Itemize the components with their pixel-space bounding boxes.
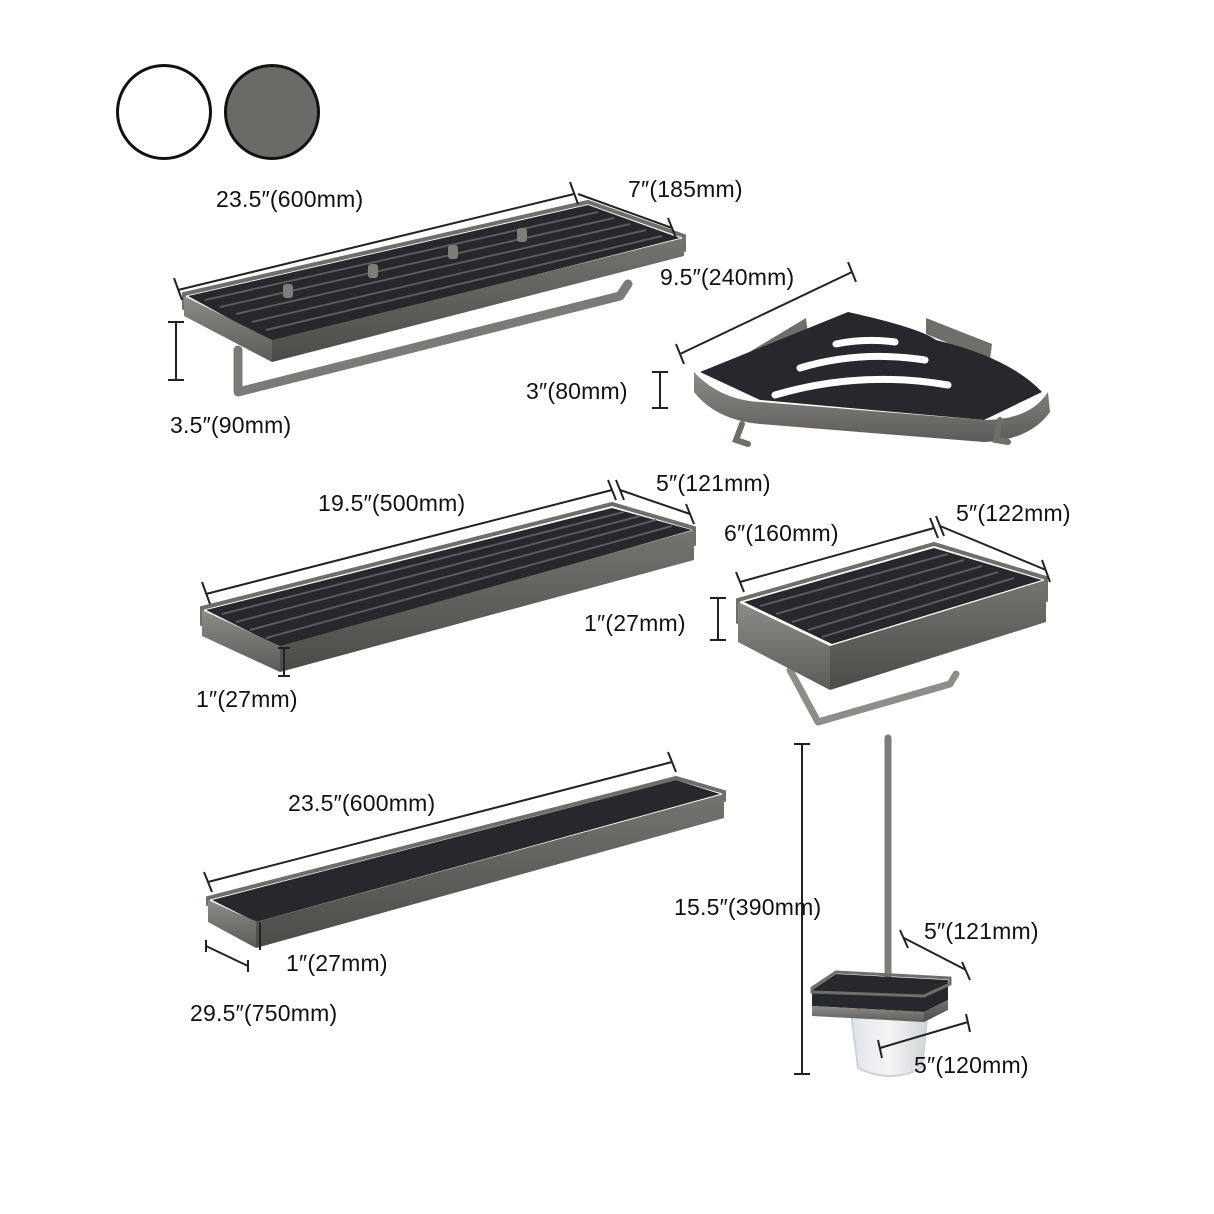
soap-dish-length-label: 6″(160mm) xyxy=(724,520,839,546)
shelf-500-depth-label: 5″(121mm) xyxy=(656,470,771,496)
corner-shelf-height-label: 3″(80mm) xyxy=(526,378,628,404)
towel-bar-height-label: 1″(27mm) xyxy=(286,950,388,976)
soap-dish-bar xyxy=(786,666,960,726)
towel-shelf-depth-label: 7″(185mm) xyxy=(628,176,743,202)
towel-shelf-height-label: 3.5″(90mm) xyxy=(170,412,292,438)
toilet-brush-height-label: 15.5″(390mm) xyxy=(674,894,822,920)
towel-shelf-length-label: 23.5″(600mm) xyxy=(216,186,364,212)
towel-shelf xyxy=(182,199,686,397)
toilet-brush-depth-label: 5″(121mm) xyxy=(924,918,1039,944)
towel-bar-total-label: 29.5″(750mm) xyxy=(190,1000,338,1026)
towel-bar-length-label: 23.5″(600mm) xyxy=(288,790,436,816)
shelf-500-height-label: 1″(27mm) xyxy=(196,686,298,712)
towel-shelf-bar xyxy=(233,279,633,397)
toilet-brush-holder xyxy=(810,734,952,1077)
shelf-500-length-label: 19.5″(500mm) xyxy=(318,490,466,516)
shelf-500 xyxy=(200,501,696,672)
gunmetal-finish-swatch[interactable] xyxy=(224,64,320,160)
towel-bar xyxy=(206,775,726,948)
toilet-brush-width-label: 5″(120mm) xyxy=(914,1052,1029,1078)
soap-dish-height-label: 1″(27mm) xyxy=(584,610,686,636)
dimension-lines xyxy=(168,181,1051,1075)
soap-dish-depth-label: 5″(122mm) xyxy=(956,500,1071,526)
corner-shelf-width-label: 9.5″(240mm) xyxy=(660,264,795,290)
soap-dish xyxy=(736,541,1048,726)
white-finish-swatch[interactable] xyxy=(116,64,212,160)
corner-shelf xyxy=(694,312,1050,447)
